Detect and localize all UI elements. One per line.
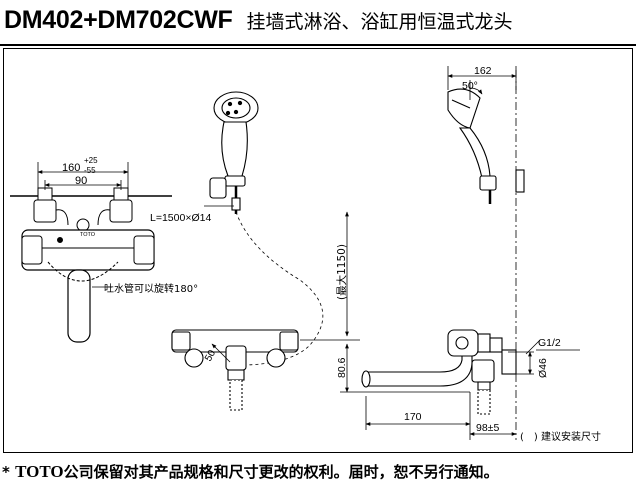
dim-tol-minus: -55 xyxy=(84,166,96,175)
brand-mark: TOTO xyxy=(80,232,96,238)
side-hand-shower xyxy=(447,88,525,204)
side-view-mixer xyxy=(361,329,517,415)
footer-text: 公司保留对其产品规格和尺寸更改的权利。届时，恕不另行通知。 xyxy=(63,463,499,481)
dim-160: 160 xyxy=(62,162,80,174)
dim-50-deg: 50° xyxy=(462,80,478,92)
dim-tol-plus: +25 xyxy=(84,156,98,165)
dim-80-6: 80.6 xyxy=(336,357,348,378)
dim-98: 98±5 xyxy=(476,422,499,434)
footer-star: * xyxy=(2,463,16,481)
page-title: DM402+DM702CWF 挂墙式淋浴、浴缸用恒温式龙头 xyxy=(4,6,513,42)
hand-shower xyxy=(209,91,259,214)
rotate-label: 吐水管可以旋转180° xyxy=(104,282,198,295)
dim-90: 90 xyxy=(75,175,87,187)
hose-label: L=1500×Ø14 xyxy=(150,212,211,224)
dim-g12: G1/2 xyxy=(538,337,561,349)
dim-170: 170 xyxy=(404,411,422,423)
footer-brand: TOTO xyxy=(15,462,64,481)
plan-view-mixer xyxy=(171,329,299,411)
title-rule xyxy=(0,44,636,46)
dim-max-1150: (最大1150) xyxy=(335,244,348,300)
dim-50: 50 xyxy=(203,348,218,364)
dim-46: Ø46 xyxy=(537,358,549,378)
front-view-mixer xyxy=(10,187,172,343)
install-note: ( ) 建议安装尺寸 xyxy=(520,430,601,443)
product-description: 挂墙式淋浴、浴缸用恒温式龙头 xyxy=(246,11,513,33)
drawing-frame xyxy=(3,48,633,453)
footer-disclaimer: * TOTO公司保留对其产品规格和尺寸更改的权利。届时，恕不另行通知。 xyxy=(2,461,499,482)
model-number: DM402+DM702CWF xyxy=(4,6,233,34)
dim-162: 162 xyxy=(474,65,492,77)
